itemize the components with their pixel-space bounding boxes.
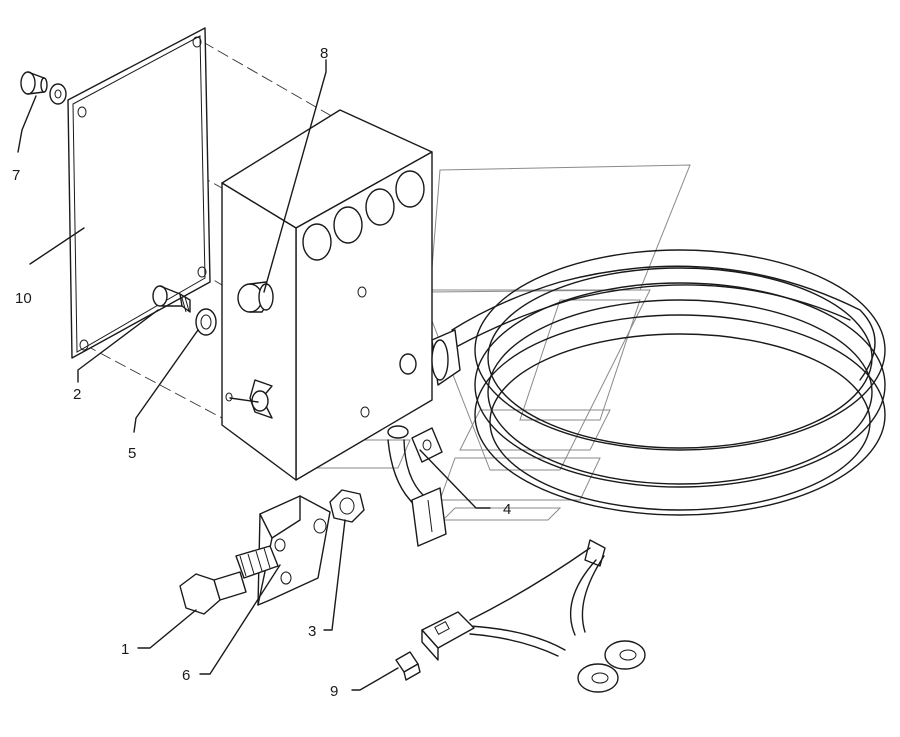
cable-end-cap [411, 487, 447, 547]
washer [49, 83, 67, 105]
plate-hole [192, 36, 202, 48]
callout-4: 4 [503, 501, 511, 518]
lock-washer-5 [195, 308, 217, 336]
branch-cables [469, 539, 606, 657]
bolt-1 [179, 545, 279, 615]
callout-8: 8 [320, 45, 328, 62]
callout-5: 5 [128, 445, 136, 462]
ring-terminal [604, 640, 646, 670]
callout-1: 1 [121, 641, 129, 658]
electrical-box [221, 109, 433, 481]
screw-2 [152, 285, 191, 313]
nut-3 [329, 489, 365, 523]
cable-gland [431, 329, 461, 386]
callout-2: 2 [73, 386, 81, 403]
callout-9: 9 [330, 683, 338, 700]
callout-labels: 1 2 3 4 5 6 7 8 9 10 [12, 45, 511, 700]
push-button-8 [237, 281, 274, 313]
plate-hole [79, 339, 89, 351]
leader-lines [17, 59, 491, 691]
fuse-9 [395, 651, 421, 681]
lower-cable [387, 425, 433, 513]
main-cable-coil [451, 249, 886, 516]
cable-clip-4 [411, 427, 443, 463]
cover-plate [67, 27, 211, 359]
callout-10: 10 [15, 290, 32, 307]
fuse-holder [421, 611, 475, 661]
callout-3: 3 [308, 623, 316, 640]
plate-hole [197, 266, 207, 278]
plate-hole [77, 106, 87, 118]
toggle-switch [225, 379, 273, 419]
bracket-6 [257, 495, 331, 606]
ring-terminal [577, 663, 619, 693]
callout-7: 7 [12, 167, 20, 184]
callout-6: 6 [182, 667, 190, 684]
screw-7 [20, 71, 67, 105]
